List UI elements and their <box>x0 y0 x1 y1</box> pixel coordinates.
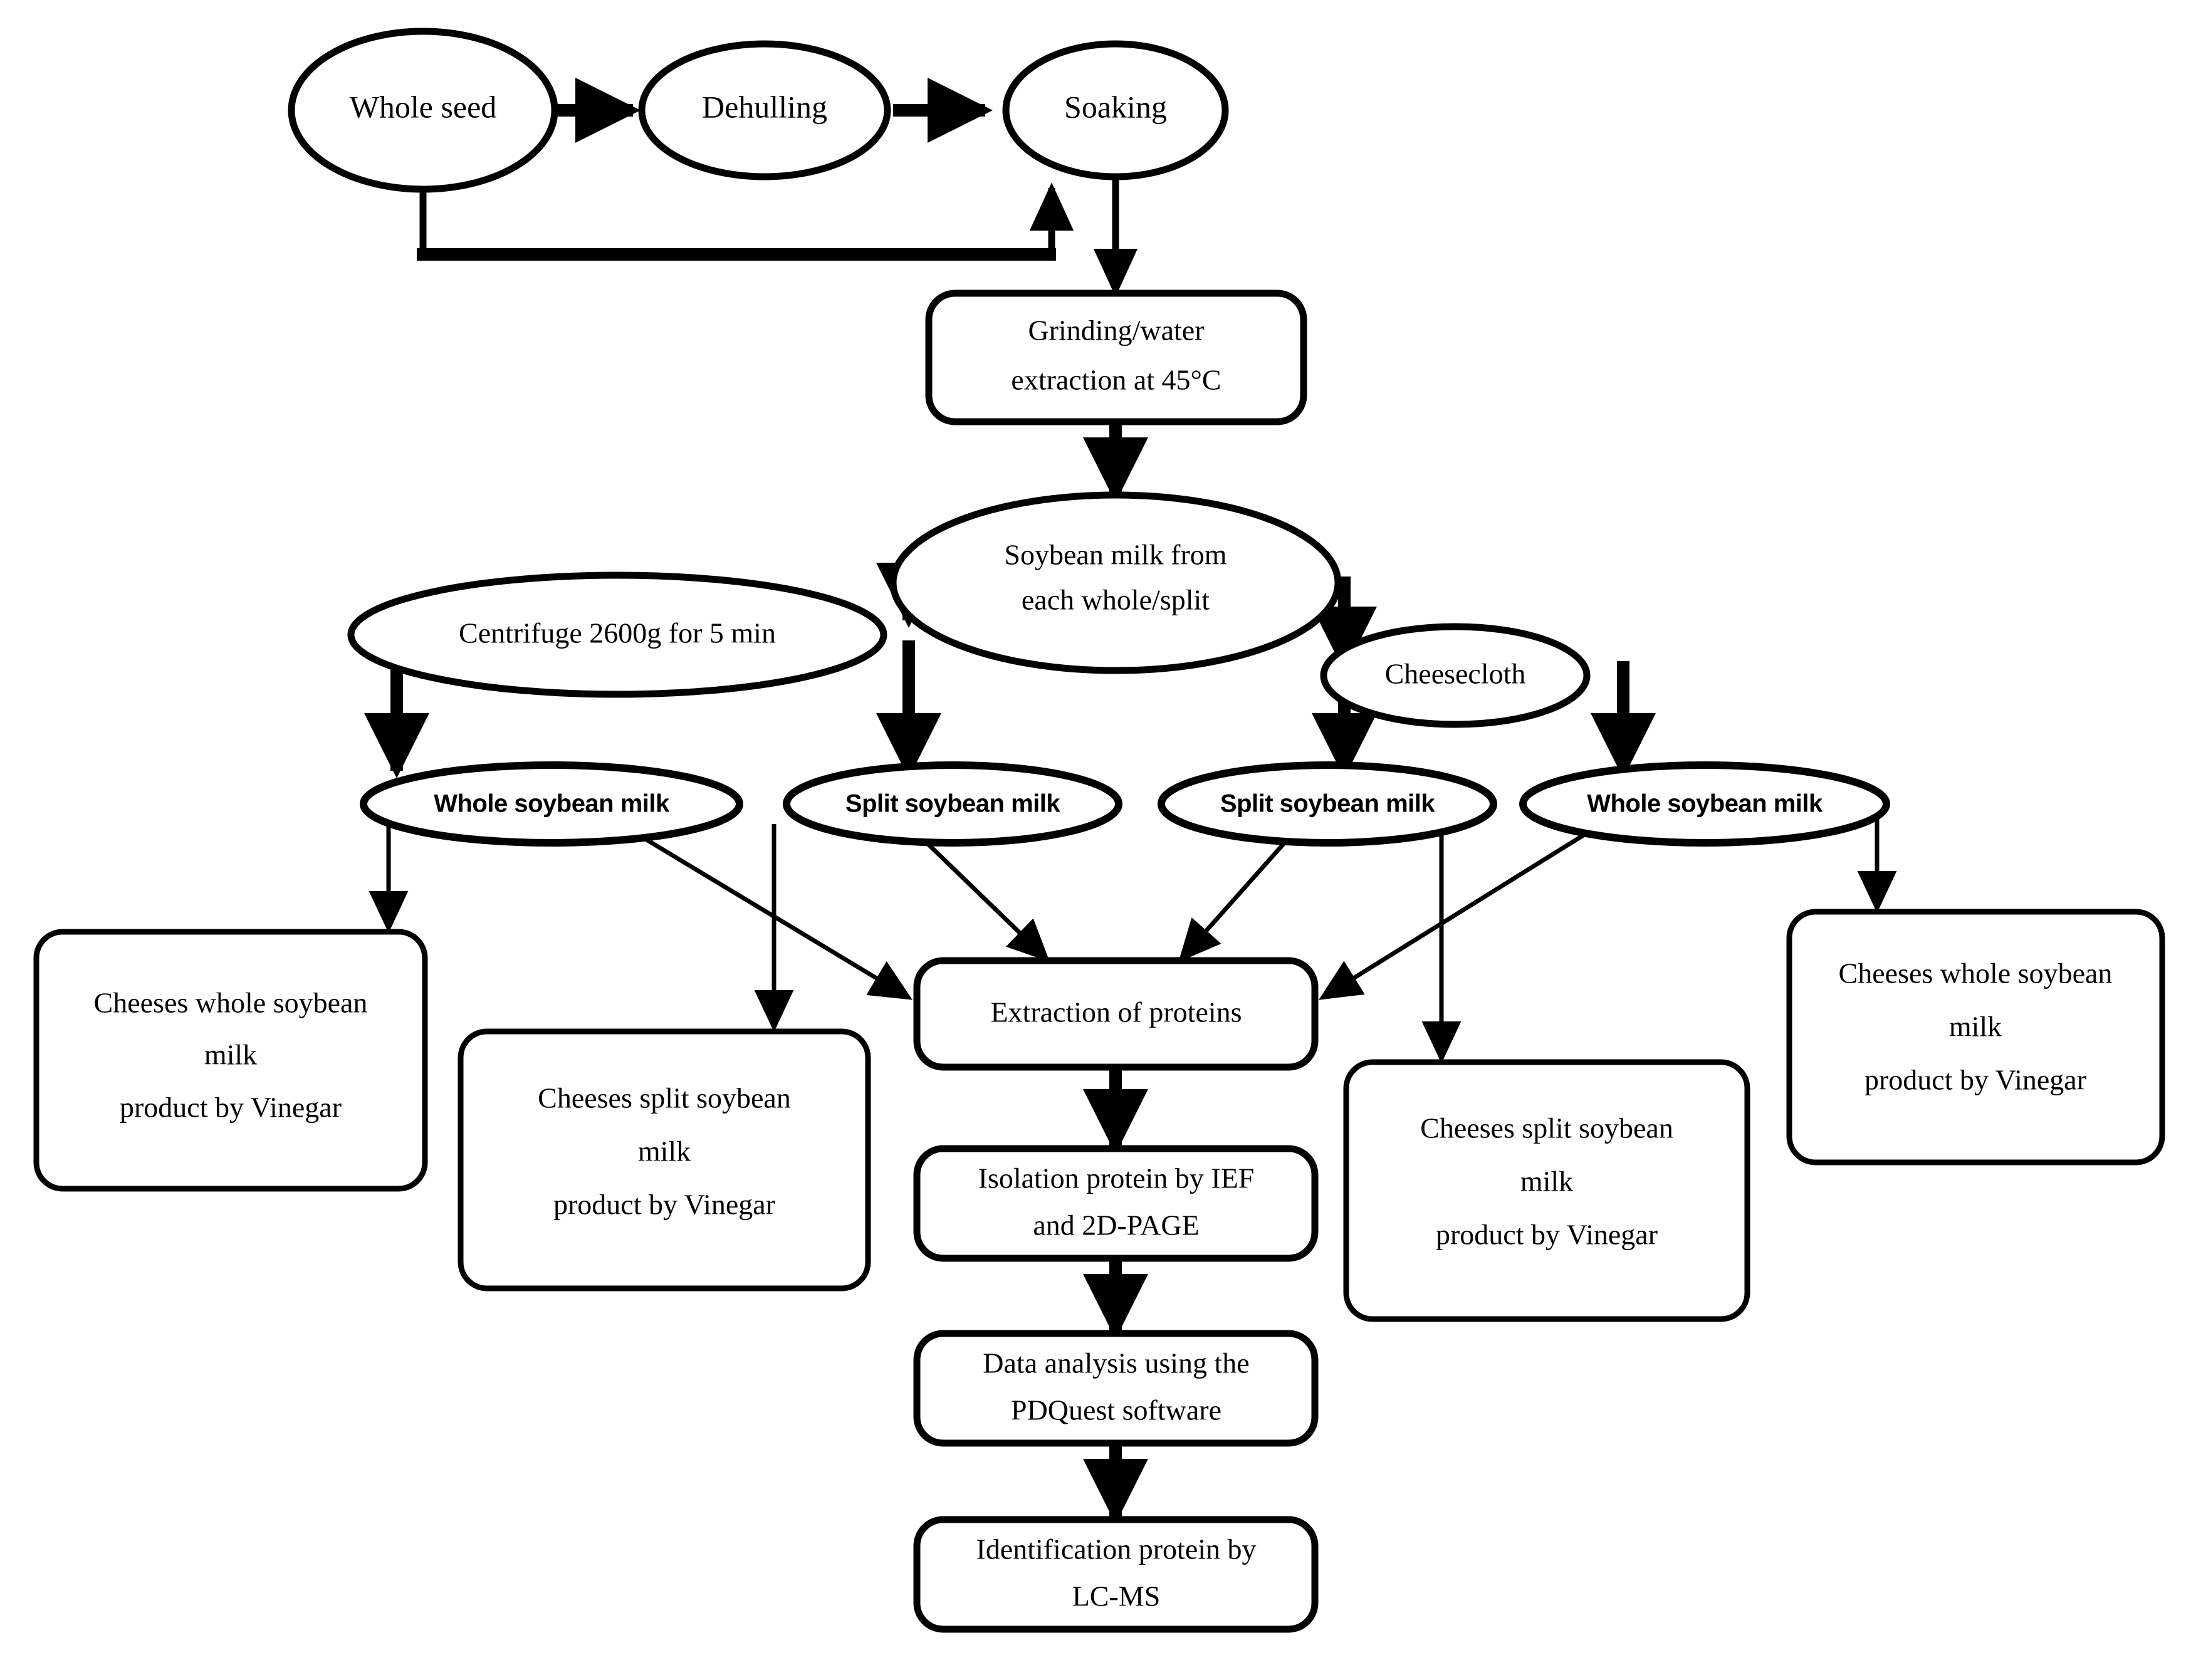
grinding-box <box>925 290 1307 425</box>
milk-1-label: Whole soybean milk <box>434 790 670 818</box>
cheese-2-box <box>458 1028 871 1291</box>
cheese-2-label-line1: Cheeses split soybean <box>538 1082 791 1114</box>
node-dehulling[interactable]: Dehulling <box>638 40 891 180</box>
milk-2-label: Split soybean milk <box>845 790 1060 818</box>
cheese-3-label-line2: milk <box>1520 1166 1573 1197</box>
dehulling-label: Dehulling <box>702 89 827 124</box>
soybean-milk-label-line1: Soybean milk from <box>1004 539 1226 571</box>
cheese-1-label-line2: milk <box>204 1039 257 1071</box>
cheese-3-box <box>1343 1059 1750 1322</box>
node-cheese-2[interactable]: Cheeses split soybean milk product by Vi… <box>458 1028 871 1291</box>
centrifuge-ellipse <box>347 571 887 698</box>
node-grinding[interactable]: Grinding/water extraction at 45°C <box>925 290 1307 425</box>
milk-3-ellipse <box>1158 761 1497 847</box>
cheesecloth-ellipse <box>1320 623 1591 728</box>
edge-milk1-to-extraction <box>616 820 913 1000</box>
node-identification[interactable]: Identification protein by LC-MS <box>913 1516 1319 1633</box>
milk-3-label: Split soybean milk <box>1220 790 1435 818</box>
cheese-3-label-line3: product by Vinegar <box>1436 1219 1658 1251</box>
data-analysis-label-line1: Data analysis using the <box>983 1347 1249 1379</box>
isolation-label-line1: Isolation protein by IEF <box>978 1162 1255 1194</box>
cheese-1-box <box>33 929 428 1192</box>
isolation-label-line2: and 2D-PAGE <box>1033 1209 1199 1241</box>
centrifuge-label: Centrifuge 2600g for 5 min <box>459 617 776 649</box>
node-cheese-4[interactable]: Cheeses whole soybean milk product by Vi… <box>1786 909 2165 1166</box>
node-isolation[interactable]: Isolation protein by IEF and 2D-PAGE <box>913 1145 1319 1262</box>
milk-4-label: Whole soybean milk <box>1587 790 1823 818</box>
node-cheese-3[interactable]: Cheeses split soybean milk product by Vi… <box>1343 1059 1750 1322</box>
milk-2-ellipse <box>783 761 1122 847</box>
node-whole-seed[interactable]: Whole seed <box>288 28 558 193</box>
cheese-4-label-line3: product by Vinegar <box>1864 1064 2086 1096</box>
node-milk-1[interactable]: Whole soybean milk <box>360 761 743 847</box>
soaking-label: Soaking <box>1064 89 1167 124</box>
extraction-box <box>913 957 1319 1071</box>
soaking-ellipse <box>1002 40 1229 180</box>
soybean-milk-label-line2: each whole/split <box>1022 584 1210 616</box>
edge-layer <box>364 78 1897 1525</box>
identification-box <box>913 1516 1319 1633</box>
cheese-2-label-line2: milk <box>638 1135 691 1167</box>
edge-milk3-to-extraction <box>1178 827 1299 963</box>
cheesecloth-label: Cheesecloth <box>1385 658 1526 690</box>
node-extraction[interactable]: Extraction of proteins <box>913 957 1319 1071</box>
extraction-label: Extraction of proteins <box>990 996 1242 1028</box>
node-milk-3[interactable]: Split soybean milk <box>1158 761 1497 847</box>
node-data-analysis[interactable]: Data analysis using the PDQuest software <box>913 1330 1319 1447</box>
data-analysis-label-line2: PDQuest software <box>1011 1394 1221 1426</box>
node-milk-2[interactable]: Split soybean milk <box>783 761 1122 847</box>
grinding-label-line2: extraction at 45°C <box>1011 364 1221 396</box>
soybean-milk-ellipse <box>889 491 1342 674</box>
whole-seed-label: Whole seed <box>350 89 497 124</box>
cheese-1-label-line3: product by Vinegar <box>120 1092 342 1124</box>
node-soaking[interactable]: Soaking <box>1002 40 1229 180</box>
cheese-2-label-line3: product by Vinegar <box>553 1189 775 1221</box>
cheese-4-box <box>1786 909 2165 1166</box>
node-milk-4[interactable]: Whole soybean milk <box>1519 761 1890 847</box>
node-cheesecloth[interactable]: Cheesecloth <box>1320 623 1591 728</box>
node-cheese-1[interactable]: Cheeses whole soybean milk product by Vi… <box>33 929 428 1192</box>
node-centrifuge[interactable]: Centrifuge 2600g for 5 min <box>347 571 887 698</box>
dehulling-ellipse <box>638 40 891 180</box>
identification-label-line2: LC-MS <box>1072 1580 1161 1612</box>
cheese-4-label-line1: Cheeses whole soybean <box>1839 957 2113 989</box>
edge-milk4-to-extraction <box>1319 820 1606 1000</box>
cheese-4-label-line2: milk <box>1949 1011 2002 1043</box>
edge-milk2-to-extraction <box>910 827 1050 962</box>
identification-label-line1: Identification protein by <box>976 1533 1256 1565</box>
cheese-1-label-line1: Cheeses whole soybean <box>94 987 368 1019</box>
data-analysis-box <box>913 1330 1319 1447</box>
cheese-3-label-line1: Cheeses split soybean <box>1420 1112 1673 1144</box>
grinding-label-line1: Grinding/water <box>1028 315 1204 347</box>
node-soybean-milk[interactable]: Soybean milk from each whole/split <box>889 491 1342 674</box>
milk-4-ellipse <box>1519 761 1890 847</box>
whole-seed-ellipse <box>288 28 558 193</box>
milk-1-ellipse <box>360 761 743 847</box>
isolation-box <box>913 1145 1319 1262</box>
